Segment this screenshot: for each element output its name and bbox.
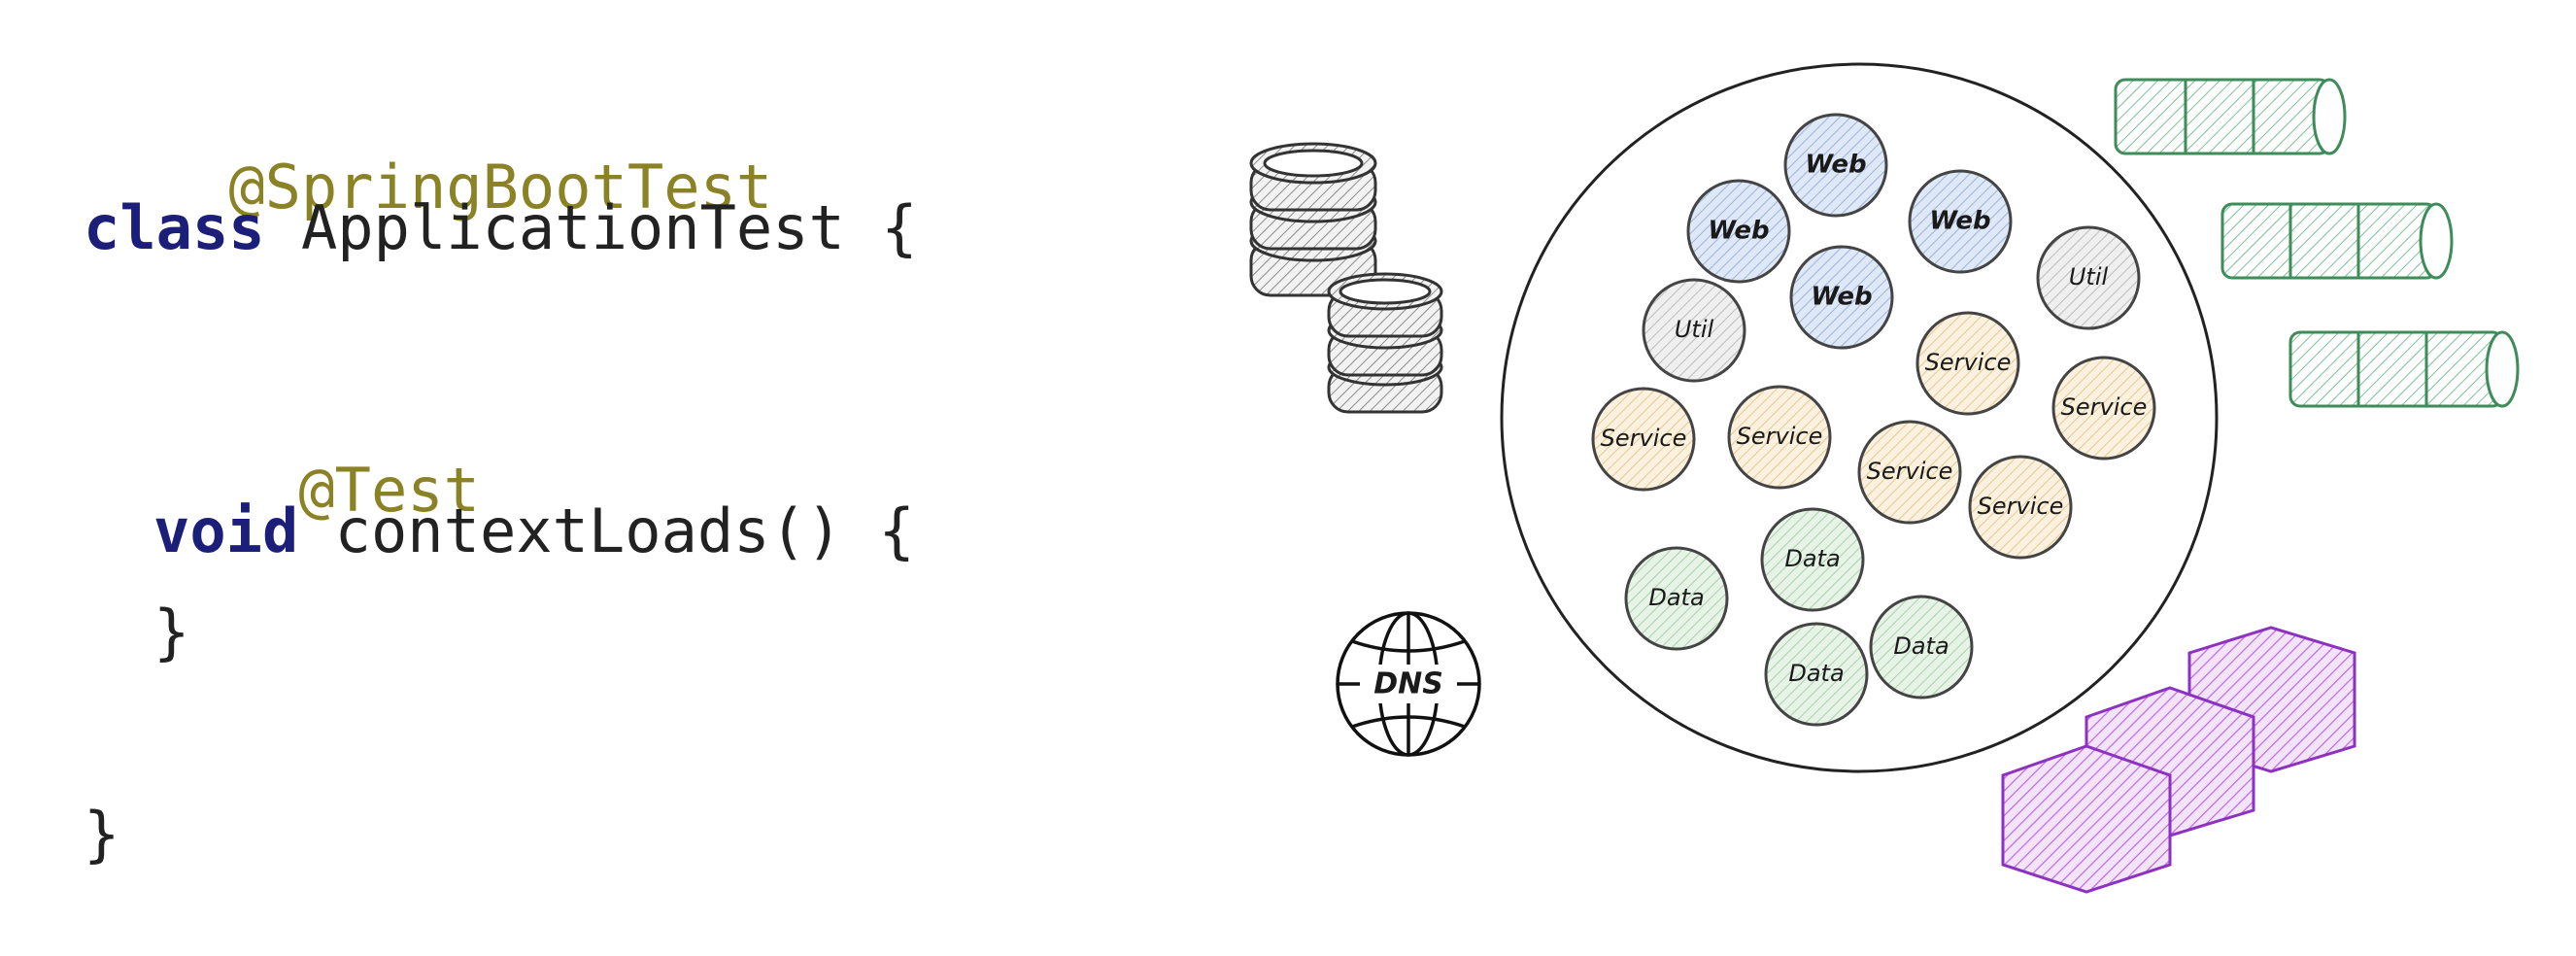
web-node-label: Web: [1929, 207, 1990, 236]
web-node: Web: [1686, 179, 1791, 284]
code-line-annotation-class: @SpringBootTest: [84, 97, 772, 278]
class-close-brace: }: [84, 799, 120, 870]
service-node: Service: [2051, 356, 2156, 461]
class-keyword: class: [84, 192, 265, 263]
code-line-class-declaration: class ApplicationTest {: [84, 198, 918, 258]
service-node-label: Service: [2061, 393, 2148, 421]
service-node-circle: [1591, 387, 1696, 492]
util-node-circle: [2036, 225, 2141, 330]
util-node: Util: [1642, 278, 1746, 383]
service-node-label: Service: [1601, 425, 1687, 452]
service-node-label: Service: [1925, 349, 2012, 376]
web-node-label: Web: [1708, 217, 1769, 246]
data-node-label: Data: [1784, 545, 1840, 572]
web-node-circle: [1789, 245, 1894, 350]
queue-icon: [2114, 78, 2347, 155]
service-node-circle: [1915, 311, 2020, 416]
web-node: Web: [1783, 113, 1888, 218]
service-node: Service: [1915, 311, 2020, 416]
test-annotation: @Test: [298, 455, 480, 526]
data-node-circle: [1760, 507, 1865, 612]
data-node: Data: [1624, 546, 1729, 651]
service-node: Service: [1591, 387, 1696, 492]
service-node-circle: [1968, 455, 2073, 560]
code-line-annotation-test: @Test: [153, 400, 480, 581]
service-node-circle: [1857, 420, 1962, 525]
data-node-label: Data: [1648, 584, 1704, 611]
data-node-circle: [1869, 595, 1974, 700]
service-node-label: Service: [1737, 423, 1823, 450]
class-name: ApplicationTest {: [264, 192, 918, 263]
void-keyword: void: [153, 495, 299, 566]
web-node-circle: [1686, 179, 1791, 284]
data-node: Data: [1764, 622, 1869, 727]
queue-icon: [2288, 330, 2520, 408]
service-node-circle: [2051, 356, 2156, 461]
application-context-boundary: [1500, 62, 2219, 773]
service-node-label: Service: [1978, 493, 2064, 520]
dns-label: DNS: [1373, 667, 1443, 701]
web-node: Web: [1789, 245, 1894, 350]
data-node: Data: [1869, 595, 1974, 700]
data-node-circle: [1624, 546, 1729, 651]
queue-icon: [2220, 202, 2454, 280]
service-node: Service: [1968, 455, 2073, 560]
web-node: Web: [1908, 169, 2013, 274]
util-node-label: Util: [2069, 263, 2109, 290]
dns-globe-icon: DNS: [1336, 611, 1481, 757]
web-node-label: Web: [1805, 151, 1866, 180]
data-node-label: Data: [1788, 660, 1844, 687]
container-hexagon-icon: [2001, 626, 2356, 894]
service-node-circle: [1727, 385, 1832, 490]
util-node-circle: [1642, 278, 1746, 383]
data-node-label: Data: [1893, 632, 1949, 660]
web-node-label: Web: [1811, 283, 1872, 312]
web-node-circle: [1908, 169, 2013, 274]
service-node: Service: [1727, 385, 1832, 490]
data-node-circle: [1764, 622, 1869, 727]
util-node-label: Util: [1675, 316, 1714, 343]
springboottest-annotation: @SpringBootTest: [228, 152, 773, 222]
database-icon: [1327, 272, 1443, 414]
service-node: Service: [1857, 420, 1962, 525]
method-signature: contextLoads() {: [298, 495, 915, 566]
util-node: Util: [2036, 225, 2141, 330]
web-node-circle: [1783, 113, 1888, 218]
service-node-label: Service: [1867, 458, 1953, 485]
code-line-method-declaration: void contextLoads() {: [153, 501, 915, 562]
database-icon: [1249, 142, 1377, 297]
method-close-brace: }: [153, 597, 190, 667]
data-node: Data: [1760, 507, 1865, 612]
